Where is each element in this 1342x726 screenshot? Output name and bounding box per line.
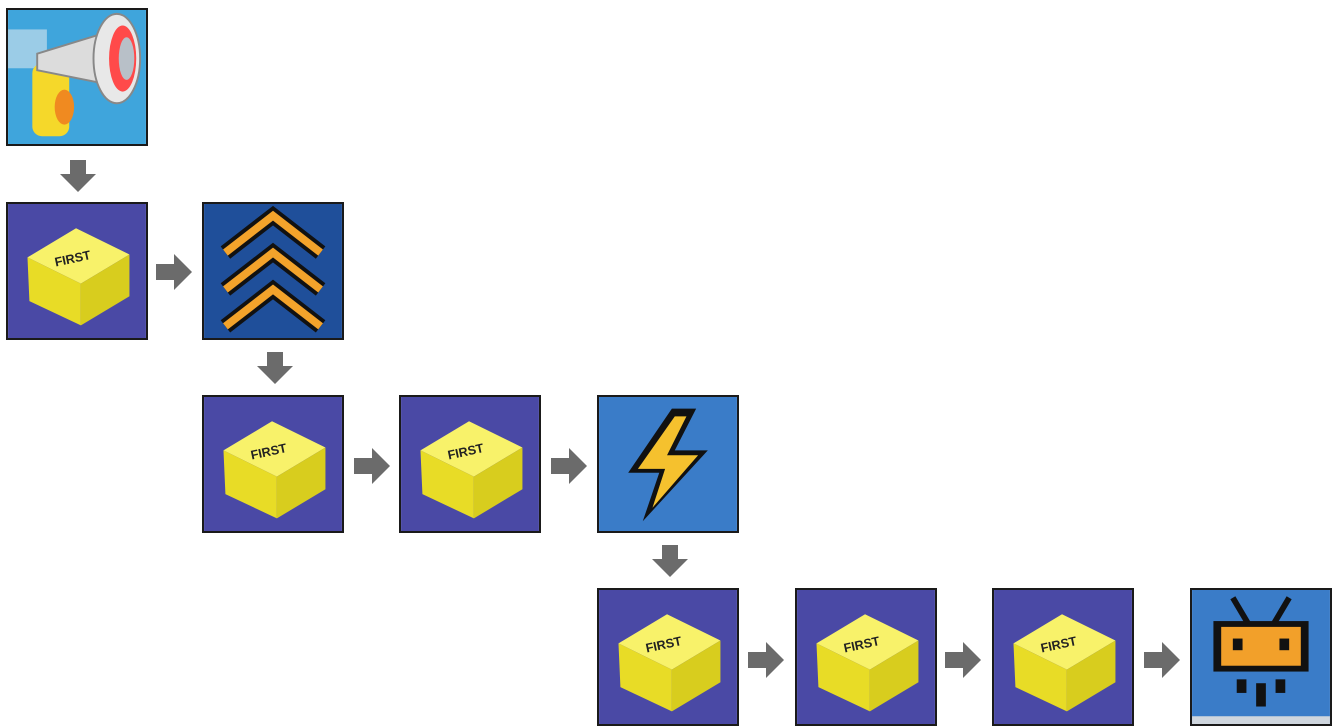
arrow-down-icon (257, 352, 293, 384)
field-block-2[interactable]: FIRST (202, 395, 344, 533)
arrow-down-icon (60, 160, 96, 192)
first-logo-icon: FIRST (599, 590, 737, 724)
arrow-down-1 (58, 160, 98, 194)
arrow-right-5 (945, 640, 983, 680)
arrow-right-6 (1144, 640, 1182, 680)
arrow-right-1 (156, 252, 194, 292)
arrow-down-icon (652, 545, 688, 577)
arrow-right-2 (354, 446, 392, 486)
first-logo-icon: FIRST (8, 204, 146, 338)
arrow-down-3 (650, 545, 690, 579)
robot-block[interactable] (1190, 588, 1332, 726)
field-block-3[interactable]: FIRST (399, 395, 541, 533)
megaphone-icon (8, 10, 146, 144)
field-block-1[interactable]: FIRST (6, 202, 148, 340)
first-logo-icon: FIRST (401, 397, 539, 531)
arrow-right-icon (354, 448, 390, 484)
field-block-6[interactable]: FIRST (992, 588, 1134, 726)
lightning-icon (599, 397, 737, 531)
arrow-right-icon (748, 642, 784, 678)
arrow-right-3 (551, 446, 589, 486)
first-logo-icon: FIRST (797, 590, 935, 724)
power-block[interactable] (597, 395, 739, 533)
speed-block[interactable] (202, 202, 344, 340)
arrow-right-icon (156, 254, 192, 290)
first-logo-icon: FIRST (204, 397, 342, 531)
start-block[interactable] (6, 8, 148, 146)
field-block-4[interactable]: FIRST (597, 588, 739, 726)
chevrons-up-icon (204, 204, 342, 338)
first-logo-icon: FIRST (994, 590, 1132, 724)
field-block-5[interactable]: FIRST (795, 588, 937, 726)
arrow-right-4 (748, 640, 786, 680)
arrow-down-2 (255, 352, 295, 386)
arrow-right-icon (551, 448, 587, 484)
arrow-right-icon (1144, 642, 1180, 678)
arrow-right-icon (945, 642, 981, 678)
robot-icon (1192, 590, 1330, 724)
